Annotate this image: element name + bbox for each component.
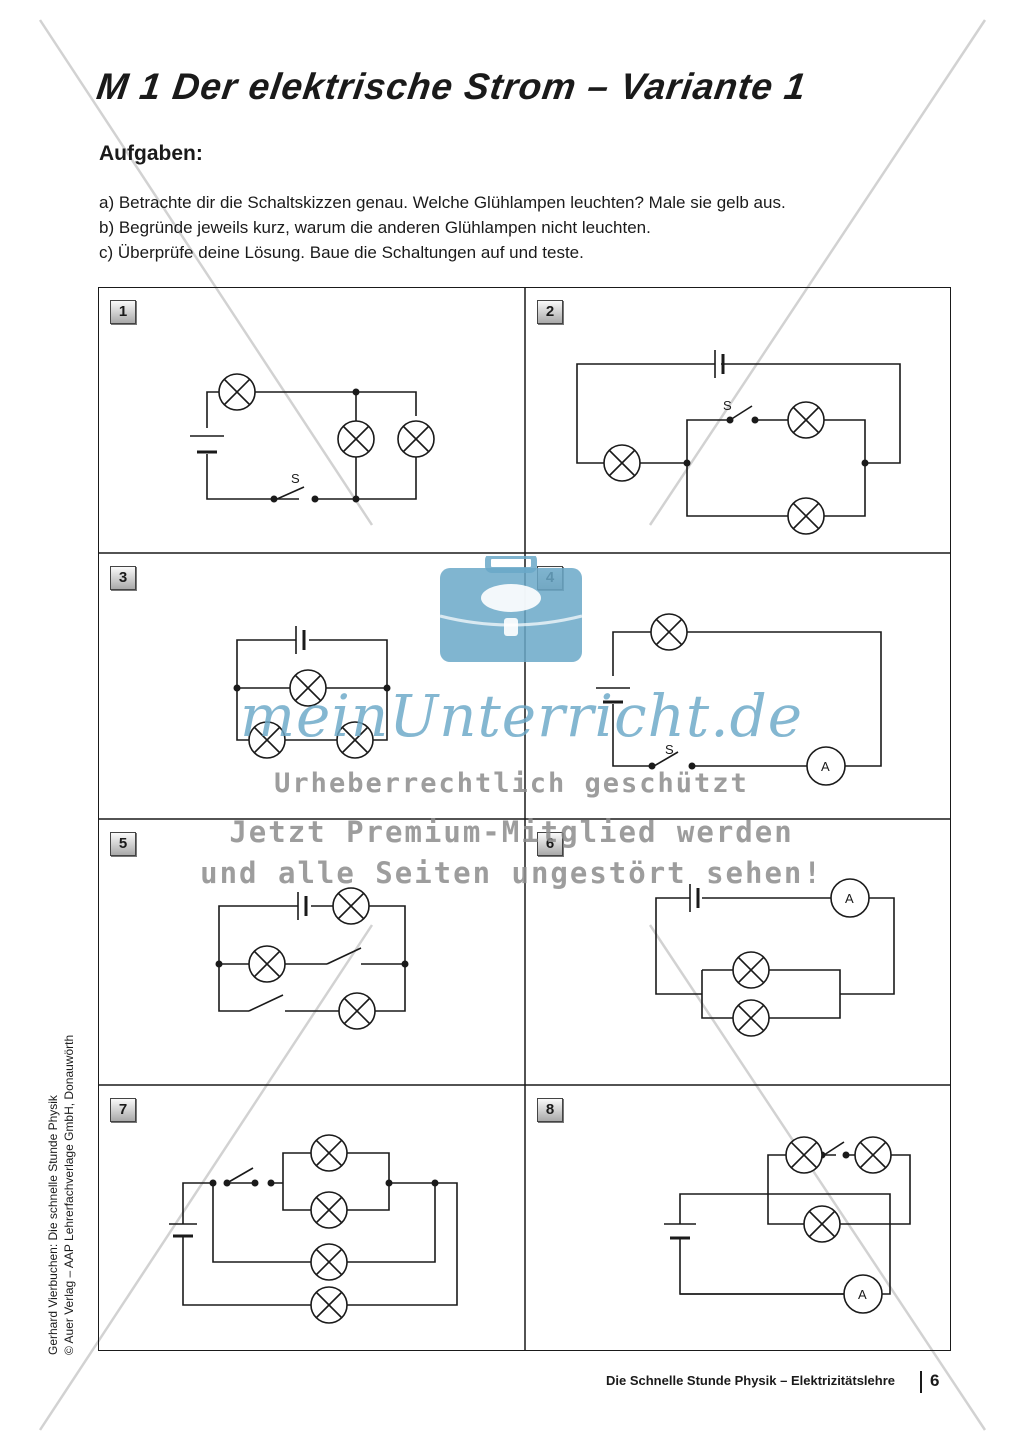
circuit-number-8: 8	[537, 1098, 563, 1122]
watermark-line-1: Urheberrechtlich geschützt	[274, 768, 749, 799]
lamp-icon	[289, 669, 327, 707]
tasks-heading: Aufgaben:	[99, 142, 203, 165]
page-number: 6	[930, 1371, 940, 1390]
circuit-cell-2: 2 S	[526, 288, 952, 554]
lamp-icon	[650, 613, 688, 651]
briefcase-icon	[439, 556, 583, 662]
switch-label-4: S	[665, 742, 674, 757]
lamp-icon	[603, 444, 641, 482]
lamp-icon	[787, 497, 825, 535]
watermark-brand: meinUnterricht.de	[240, 682, 804, 750]
circuit-number-3: 3	[110, 566, 136, 590]
lamp-icon	[248, 945, 286, 983]
switch-label-1: S	[291, 471, 300, 486]
circuit-diagram-1: S	[190, 373, 435, 503]
circuit-cell-7: 7	[99, 1086, 526, 1352]
lamp-icon	[336, 721, 374, 759]
ammeter-icon	[806, 746, 846, 786]
footer-text: Die Schnelle Stunde Physik – Elektrizitä…	[606, 1373, 895, 1388]
circuit-diagram-5	[215, 887, 409, 1030]
watermark-line-3: und alle Seiten ungestört sehen!	[200, 856, 823, 890]
lamp-icon	[787, 401, 825, 439]
circuit-cell-8: 8 A	[526, 1086, 952, 1352]
circuit-diagram-7	[169, 1134, 458, 1324]
meter-label-4: A	[821, 759, 830, 774]
circuit-number-2: 2	[537, 300, 563, 324]
credit-author: Gerhard Vierbuchen: Die schnelle Stunde …	[46, 1095, 60, 1355]
circuit-diagram-6: A	[655, 878, 895, 1037]
lamp-icon	[310, 1286, 348, 1324]
circuit-number-6: 6	[537, 832, 563, 856]
page-title: M 1 Der elektrische Strom – Variante 1	[94, 66, 810, 107]
lamp-icon	[332, 887, 370, 925]
circuit-number-5: 5	[110, 832, 136, 856]
lamp-icon	[218, 373, 256, 411]
grid-lines	[97, 286, 951, 1351]
lamp-icon	[854, 1136, 892, 1174]
meter-label-8: A	[858, 1287, 867, 1302]
task-b: b) Begründe jeweils kurz, warum die ande…	[99, 218, 651, 237]
task-c: c) Überprüfe deine Lösung. Baue die Scha…	[99, 243, 584, 262]
circuit-diagram-4: S A	[596, 613, 882, 786]
lamp-icon	[397, 420, 435, 458]
circuit-diagram-2: S	[576, 350, 901, 535]
circuit-diagram-3	[233, 626, 391, 759]
credit-publisher: © Auer Verlag – AAP Lehrerfachverlage Gm…	[62, 1034, 76, 1355]
lamp-icon	[732, 951, 770, 989]
circuit-cell-6: 6 A	[526, 820, 952, 1086]
lamp-icon	[732, 999, 770, 1037]
ammeter-icon	[830, 878, 870, 918]
task-a: a) Betrachte dir die Schaltskizzen genau…	[99, 193, 786, 212]
circuit-number-1: 1	[110, 300, 136, 324]
circuit-cell-1: 1 S	[99, 288, 526, 554]
lamp-icon	[248, 721, 286, 759]
switch-label-2: S	[723, 398, 732, 413]
circuit-number-7: 7	[110, 1098, 136, 1122]
lamp-icon	[338, 992, 376, 1030]
footer-divider	[920, 1371, 922, 1393]
task-list: a) Betrachte dir die Schaltskizzen genau…	[99, 190, 786, 265]
meter-label-6: A	[845, 891, 854, 906]
watermark-line-2: Jetzt Premium-Mitglied werden	[229, 815, 794, 849]
lamp-icon	[310, 1134, 348, 1172]
lamp-icon	[785, 1136, 823, 1174]
publisher-credit: Gerhard Vierbuchen: Die schnelle Stunde …	[45, 995, 77, 1355]
circuit-cell-3: 3	[99, 554, 526, 820]
lamp-icon	[310, 1243, 348, 1281]
ammeter-icon	[843, 1274, 883, 1314]
lamp-icon	[803, 1205, 841, 1243]
lamp-icon	[310, 1191, 348, 1229]
circuit-diagram-8: A	[664, 1136, 911, 1314]
circuit-cell-5: 5	[99, 820, 526, 1086]
circuit-grid: 1 S 2 S	[97, 286, 952, 1352]
lamp-icon	[337, 420, 375, 458]
